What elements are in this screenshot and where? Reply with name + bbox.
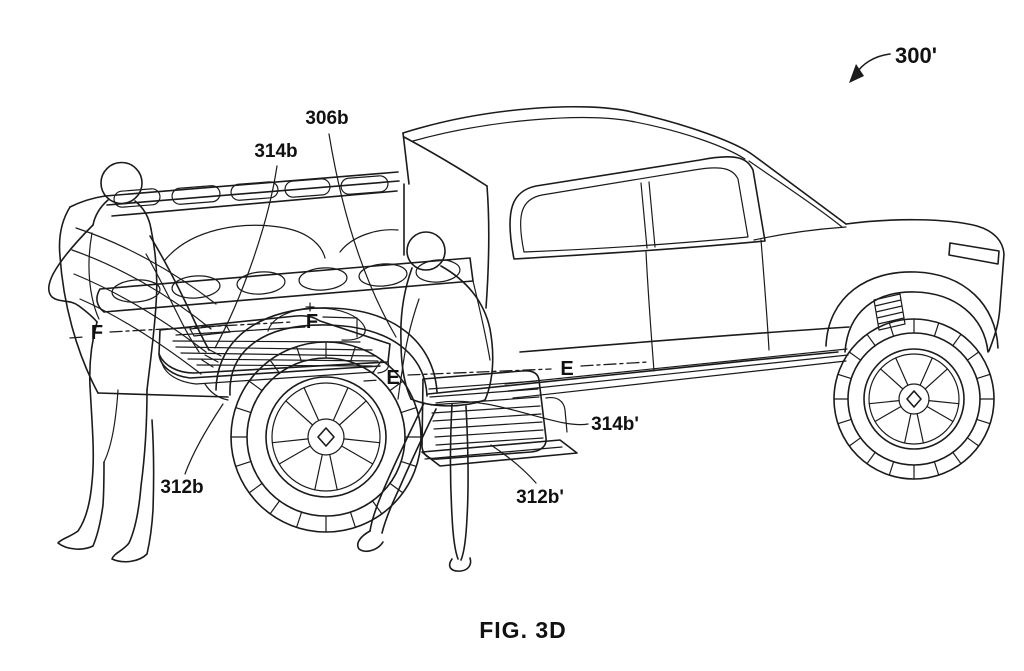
section-label-f-left: F bbox=[91, 322, 103, 344]
truck-bed bbox=[96, 171, 474, 313]
bed-rail-slots-far bbox=[113, 175, 389, 208]
standing-person bbox=[47, 161, 222, 563]
ref-label-306b: 306b bbox=[305, 108, 348, 129]
leader-306b bbox=[328, 133, 397, 338]
section-line-f bbox=[69, 321, 293, 339]
crouching-person-arm bbox=[397, 298, 420, 400]
ref-label-314b: 314b bbox=[254, 141, 297, 162]
tailgate-step-slats bbox=[172, 326, 379, 367]
crouching-person bbox=[356, 231, 494, 572]
suspension-spring bbox=[873, 293, 906, 331]
ref-label-312b-prime: 312b' bbox=[516, 487, 564, 508]
front-wheel-center-cap bbox=[906, 390, 922, 408]
reference-labels: 300' 306b 314b F F E E 314b' 312b 312b' bbox=[91, 43, 937, 508]
ref-label-314b-prime: 314b' bbox=[591, 414, 639, 435]
leader-314b bbox=[214, 165, 278, 349]
leader-314b-prime bbox=[435, 400, 589, 426]
section-label-e-left: E bbox=[386, 367, 399, 389]
leader-312b bbox=[184, 403, 224, 475]
figure-caption: FIG. 3D bbox=[479, 617, 567, 643]
rear-wheel-center-cap bbox=[317, 427, 335, 447]
headlight bbox=[948, 242, 1000, 265]
front-wheel bbox=[833, 318, 995, 480]
ref-label-300: 300' bbox=[895, 43, 937, 68]
truck-body bbox=[58, 105, 1005, 399]
leader-lines bbox=[184, 53, 891, 484]
standing-person-hand bbox=[201, 348, 222, 368]
arrowhead-300 bbox=[849, 64, 864, 83]
standing-person-head bbox=[100, 161, 143, 205]
leader-312b-prime bbox=[490, 444, 537, 484]
crouching-person-head bbox=[406, 231, 446, 271]
leader-300-arrow bbox=[855, 53, 891, 75]
tailgate-step bbox=[158, 307, 391, 401]
ref-label-312b: 312b bbox=[160, 477, 203, 498]
bed-rail-slots-near bbox=[111, 259, 461, 303]
section-label-f-right: F bbox=[306, 311, 318, 333]
section-line-e bbox=[363, 361, 649, 382]
section-label-e-right: E bbox=[560, 358, 573, 380]
section-lines bbox=[69, 302, 649, 382]
side-step bbox=[421, 370, 578, 467]
standing-person-arm-akimbo bbox=[47, 224, 98, 323]
standing-person-arm-reaching bbox=[149, 235, 210, 351]
side-step-slats bbox=[428, 380, 544, 446]
